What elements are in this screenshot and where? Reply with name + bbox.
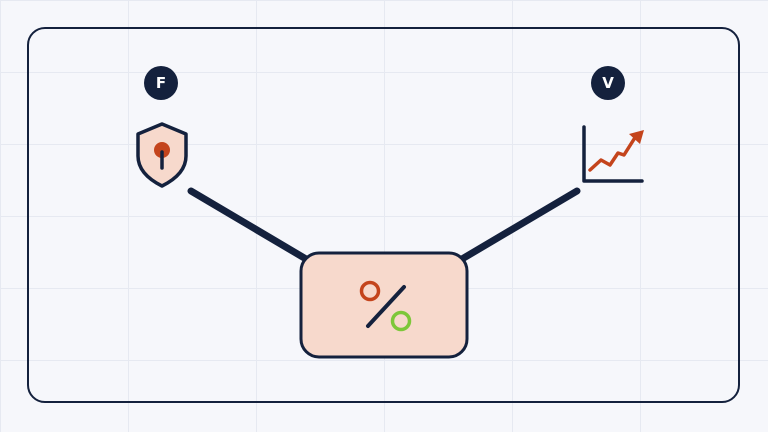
diagram-frame — [27, 27, 740, 403]
badge-f: F — [144, 66, 178, 100]
connector-left — [187, 187, 310, 263]
trending-up-chart-icon — [582, 125, 644, 183]
connector-right — [458, 187, 581, 263]
badge-v: V — [591, 66, 625, 100]
percent-icon — [359, 280, 412, 332]
center-node — [299, 251, 469, 359]
shield-keyhole-icon — [136, 122, 188, 188]
